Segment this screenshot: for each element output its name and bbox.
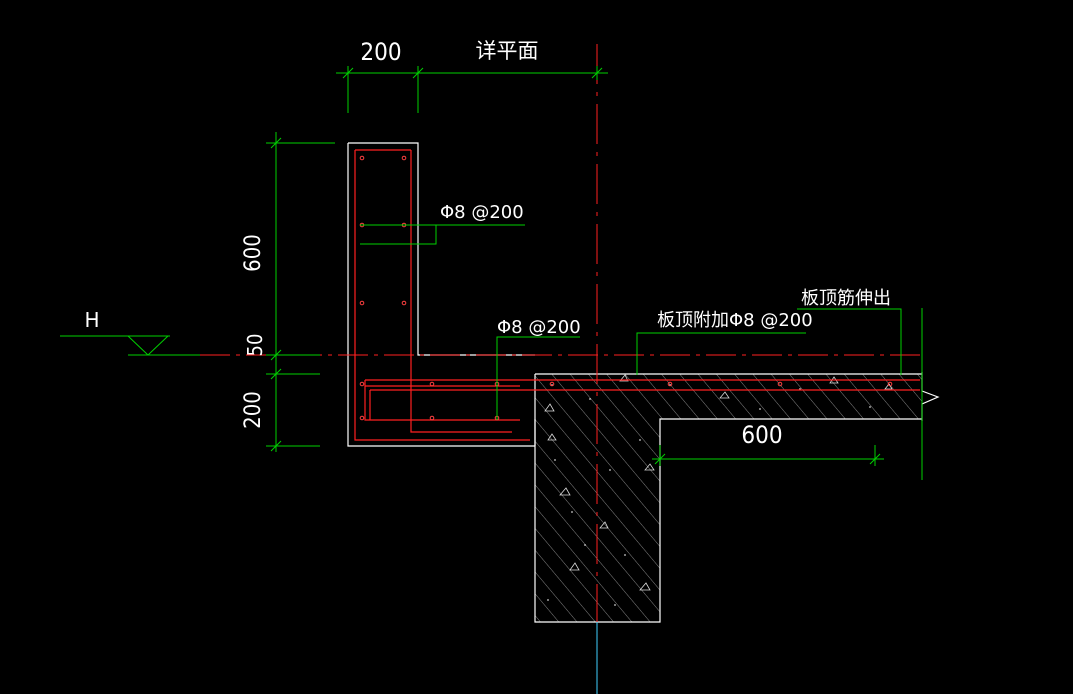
- rebar-label-4: 板顶筋伸出: [801, 288, 891, 309]
- dim-height-mid: 50: [243, 334, 267, 357]
- rebar-label-1: Φ8 @200: [440, 202, 524, 223]
- rebar-lines: [354, 149, 920, 441]
- dim-top-width: 200: [360, 38, 401, 66]
- slab-break-line: [921, 372, 940, 421]
- level-label: H: [84, 308, 99, 332]
- aggregate-marks: [544, 374, 893, 591]
- rebar-label-3: 板顶附加Φ8 @200: [657, 310, 813, 331]
- dim-bottom-length: 600: [741, 421, 782, 449]
- dim-height-upper: 600: [241, 234, 266, 272]
- rebar-label-2: Φ8 @200: [497, 317, 581, 338]
- dim-top-ref: 详平面: [476, 39, 539, 63]
- concrete-outline: [534, 373, 922, 623]
- wall-outline: [347, 142, 536, 447]
- dim-height-lower: 200: [241, 391, 266, 429]
- concrete-section: [534, 372, 940, 623]
- rebar-wall-outer: [354, 150, 530, 441]
- dimension-lines: [60, 66, 923, 480]
- rebar-hook: [364, 380, 520, 421]
- slab-hatch: [535, 374, 922, 419]
- rebar-slab-bottom: [365, 385, 920, 391]
